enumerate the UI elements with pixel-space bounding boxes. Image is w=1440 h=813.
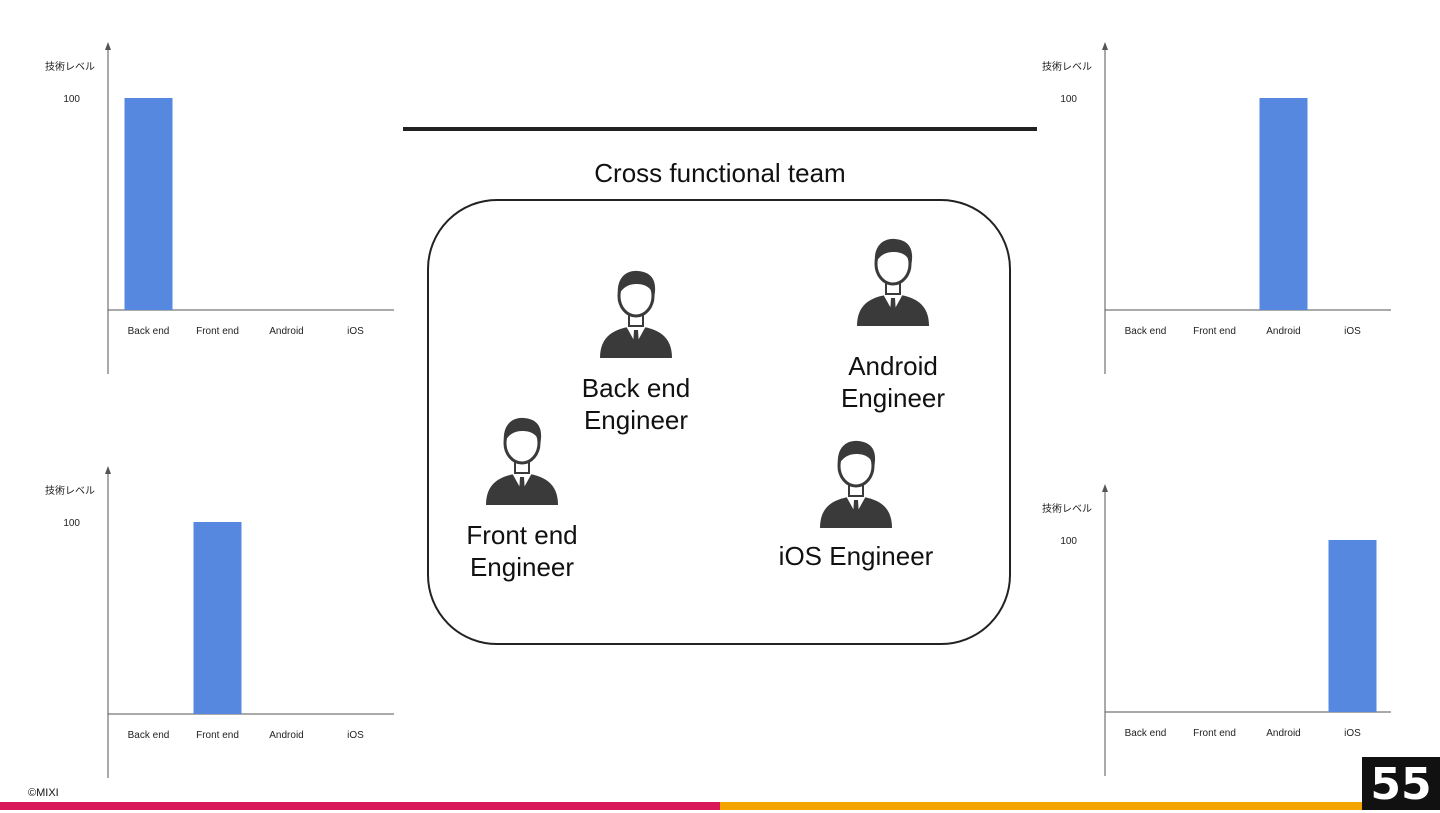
x-tick-label: Back end bbox=[1125, 326, 1167, 337]
y-tick-label: 100 bbox=[1060, 536, 1077, 547]
x-tick-label: Front end bbox=[196, 326, 239, 337]
member-label: Back end Engineer bbox=[581, 373, 691, 435]
x-tick-label: Front end bbox=[196, 730, 239, 741]
x-tick-label: iOS bbox=[1344, 326, 1361, 337]
x-tick-label: iOS bbox=[347, 326, 364, 337]
x-tick-label: Android bbox=[1266, 326, 1300, 337]
x-tick-label: Back end bbox=[128, 730, 170, 741]
y-axis-arrow bbox=[1102, 42, 1108, 50]
x-tick-label: iOS bbox=[347, 730, 364, 741]
member-label: iOS Engineer bbox=[778, 541, 934, 571]
x-tick-label: Android bbox=[269, 326, 303, 337]
y-tick-label: 100 bbox=[1060, 94, 1077, 105]
x-tick-label: Front end bbox=[1193, 728, 1236, 739]
team-container bbox=[427, 199, 1011, 645]
member-label: Front end Engineer bbox=[466, 520, 578, 582]
member-android: Android Engineer bbox=[813, 234, 973, 414]
copyright-text: ©MIXI bbox=[28, 787, 59, 799]
y-axis-arrow bbox=[105, 42, 111, 50]
tie-shape bbox=[519, 477, 525, 499]
bar-android bbox=[1259, 98, 1308, 310]
page-number: 55 bbox=[1362, 757, 1440, 810]
bar-front-end bbox=[193, 522, 242, 714]
y-axis-label: 技術レベル bbox=[45, 60, 95, 73]
x-tick-label: iOS bbox=[1344, 728, 1361, 739]
tie-shape bbox=[633, 330, 639, 352]
engineer-icon bbox=[820, 440, 892, 528]
x-tick-label: Back end bbox=[1125, 728, 1167, 739]
x-tick-label: Android bbox=[1266, 728, 1300, 739]
y-tick-label: 100 bbox=[63, 94, 80, 105]
footer-accent-bar-right bbox=[720, 802, 1362, 810]
y-axis-arrow bbox=[1102, 484, 1108, 492]
y-axis-label: 技術レベル bbox=[1042, 502, 1092, 515]
engineer-icon bbox=[600, 270, 672, 358]
y-tick-label: 100 bbox=[63, 518, 80, 529]
hair-shape bbox=[837, 440, 876, 468]
bar-back-end bbox=[124, 98, 173, 310]
y-axis-arrow bbox=[105, 466, 111, 474]
bar-ios bbox=[1328, 540, 1377, 712]
hair-shape bbox=[503, 417, 542, 445]
y-axis-label: 技術レベル bbox=[45, 484, 95, 497]
member-backend: Back end Engineer bbox=[556, 266, 716, 436]
tie-shape bbox=[890, 298, 896, 320]
team-title: Cross functional team bbox=[594, 158, 846, 188]
x-tick-label: Android bbox=[269, 730, 303, 741]
member-label: Android Engineer bbox=[840, 351, 946, 413]
footer-accent-bar-left bbox=[0, 802, 720, 810]
member-frontend: Front end Engineer bbox=[442, 413, 602, 583]
hair-shape bbox=[617, 270, 656, 298]
y-axis-label: 技術レベル bbox=[1042, 60, 1092, 73]
hair-shape bbox=[874, 238, 913, 266]
x-tick-label: Front end bbox=[1193, 326, 1236, 337]
tie-shape bbox=[853, 500, 859, 522]
engineer-icon bbox=[486, 417, 558, 505]
member-ios: iOS Engineer bbox=[756, 436, 956, 572]
divider-line bbox=[403, 127, 1037, 131]
engineer-icon bbox=[857, 238, 929, 326]
x-tick-label: Back end bbox=[128, 326, 170, 337]
